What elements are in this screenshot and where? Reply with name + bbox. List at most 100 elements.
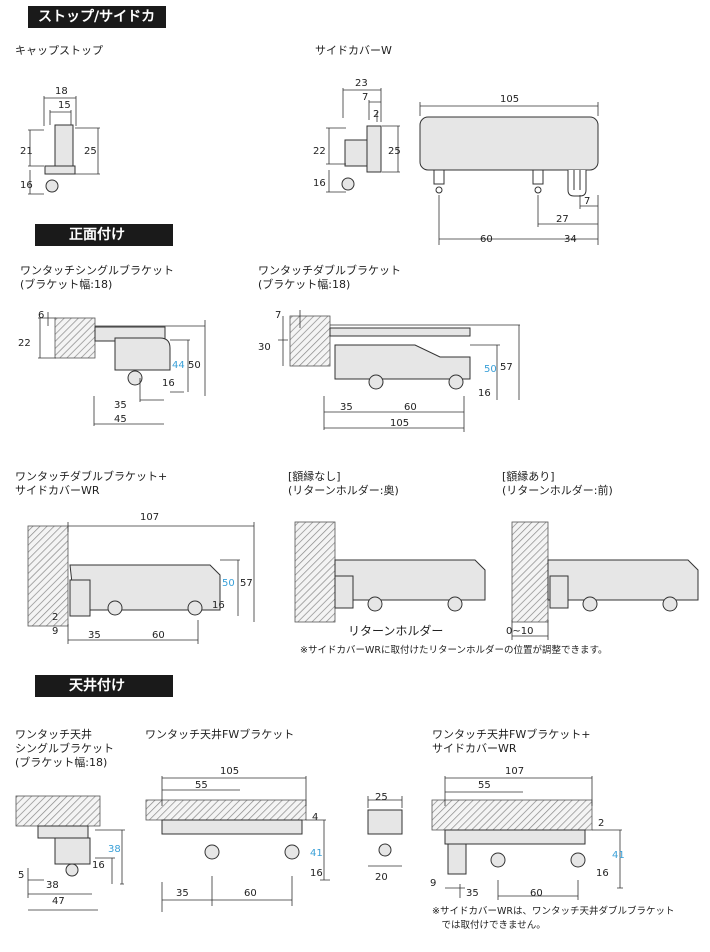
side-cover-w-runner: [341, 177, 355, 191]
side-cover-w-plate: [366, 125, 382, 173]
dimension-label: 16: [92, 860, 105, 871]
cap-stop-bracket: [44, 165, 76, 175]
dimension-label: 7: [275, 310, 281, 321]
dimension-label: 0~10: [506, 626, 533, 637]
dimension-label: 50: [222, 578, 235, 589]
rail-end-drawing: 105 7 27 60 34: [419, 94, 599, 245]
dimension-label: 16: [310, 868, 323, 879]
dimension-label: 16: [596, 868, 609, 879]
dimension-label: 25: [375, 792, 388, 803]
dimension-label: 20: [375, 872, 388, 883]
ceiling-fw-end-drawing: 25 20: [367, 792, 403, 883]
dimension-label: 25: [84, 146, 97, 157]
dimension-label: 41: [310, 848, 323, 859]
wall-hatch: [54, 317, 96, 359]
dimension-label: 15: [58, 100, 71, 111]
dimension-label: 55: [478, 780, 491, 791]
label-cap-stop: キャップストップ: [15, 44, 103, 57]
side-cover-wr: [69, 579, 91, 617]
note-ceiling: ※サイドカバーWRは、ワンタッチ天井ダブルブラケット では取付けできません。: [432, 906, 675, 931]
dimension-label: 7: [362, 92, 368, 103]
dimension-label: 60: [530, 888, 543, 899]
dimension-label: 9: [52, 626, 58, 637]
wall-hatch: [27, 525, 69, 627]
cap-stop-body: [54, 124, 74, 168]
section-header-ceiling-mount: 天井付け: [35, 675, 173, 697]
dimension-label: 2: [373, 109, 379, 120]
dimension-label: 50: [484, 364, 497, 375]
dimension-label: 60: [152, 630, 165, 641]
dimension-label: 35: [466, 888, 479, 899]
dimension-label: 21: [20, 146, 33, 157]
dimension-label: 30: [258, 342, 271, 353]
note-return-holder: ※サイドカバーWRに取付けたリターンホルダーの位置が調整できます。: [300, 645, 608, 656]
label-ceiling-fw-wr: ワンタッチ天井FWブラケット+ サイドカバーWR: [432, 728, 591, 755]
dimension-label: 47: [52, 896, 65, 907]
with-frame-drawing: 0~10: [506, 521, 699, 640]
dimension-label: 16: [20, 180, 33, 191]
dimension-label: 5: [18, 870, 24, 881]
dimension-label: 57: [500, 362, 513, 373]
dimension-label: 35: [88, 630, 101, 641]
dimension-label: 23: [355, 78, 368, 89]
label-ceiling-fw: ワンタッチ天井FWブラケット: [145, 728, 295, 741]
dimension-label: 34: [564, 234, 577, 245]
rail-profile: [114, 337, 171, 371]
label-double-plus-wr: ワンタッチダブルブラケット+ サイドカバーWR: [15, 470, 168, 497]
dimension-label: 35: [176, 888, 189, 899]
dimension-label: 38: [108, 844, 121, 855]
label-one-touch-double: ワンタッチダブルブラケット (ブラケット幅:18): [258, 264, 401, 291]
dimension-label: 7: [584, 196, 590, 207]
dimension-label: 2: [598, 818, 604, 829]
dimension-label: 50: [188, 360, 201, 371]
dimension-label: 41: [612, 850, 625, 861]
dimension-label: 35: [340, 402, 353, 413]
dimension-label: 44: [172, 360, 185, 371]
dimension-label: 27: [556, 214, 569, 225]
dimension-label: 16: [162, 378, 175, 389]
rail-runners: [433, 169, 587, 197]
dimension-label: 60: [404, 402, 417, 413]
dimension-label: 2: [52, 612, 58, 623]
dimension-label: 6: [38, 310, 44, 321]
dimension-label: 35: [114, 400, 127, 411]
label-no-frame: [額縁なし] (リターンホルダー:奥): [288, 470, 399, 497]
dimension-label: 9: [430, 878, 436, 889]
bracket-arm: [329, 327, 471, 337]
dimension-label: 16: [478, 388, 491, 399]
dimension-label: 16: [212, 600, 225, 611]
dimension-label: 105: [500, 94, 519, 105]
rail-profile: [334, 344, 471, 380]
dimension-label: 22: [18, 338, 31, 349]
section-header-stop-side-cover: ストップ/サイドカバー: [28, 6, 166, 47]
label-ceiling-single: ワンタッチ天井 シングルブラケット (ブラケット幅:18): [15, 728, 114, 769]
double-wr-drawing: 107 50 57 16 2 9 35 60: [27, 512, 255, 644]
label-return-holder: リターンホルダー: [348, 624, 444, 638]
dimension-label: 25: [388, 146, 401, 157]
dimension-label: 60: [480, 234, 493, 245]
no-frame-drawing: [294, 521, 486, 623]
dimension-label: 22: [313, 146, 326, 157]
cap-stop-drawing: 18 15 21 25 16: [20, 86, 100, 195]
section-header-front-mount: 正面付け: [35, 224, 173, 246]
label-one-touch-single: ワンタッチシングルブラケット (ブラケット幅:18): [20, 264, 174, 291]
side-cover-w-clip: [344, 139, 368, 167]
dimension-label: 60: [244, 888, 257, 899]
dimension-label: 105: [220, 766, 239, 777]
dimension-label: 18: [55, 86, 68, 97]
dimension-label: 105: [390, 418, 409, 429]
dimension-label: 16: [313, 178, 326, 189]
dimension-label: 45: [114, 414, 127, 425]
dimension-label: 38: [46, 880, 59, 891]
dimension-label: 107: [505, 766, 524, 777]
dimension-label: 107: [140, 512, 159, 523]
dimension-label: 55: [195, 780, 208, 791]
dimension-label: 57: [240, 578, 253, 589]
